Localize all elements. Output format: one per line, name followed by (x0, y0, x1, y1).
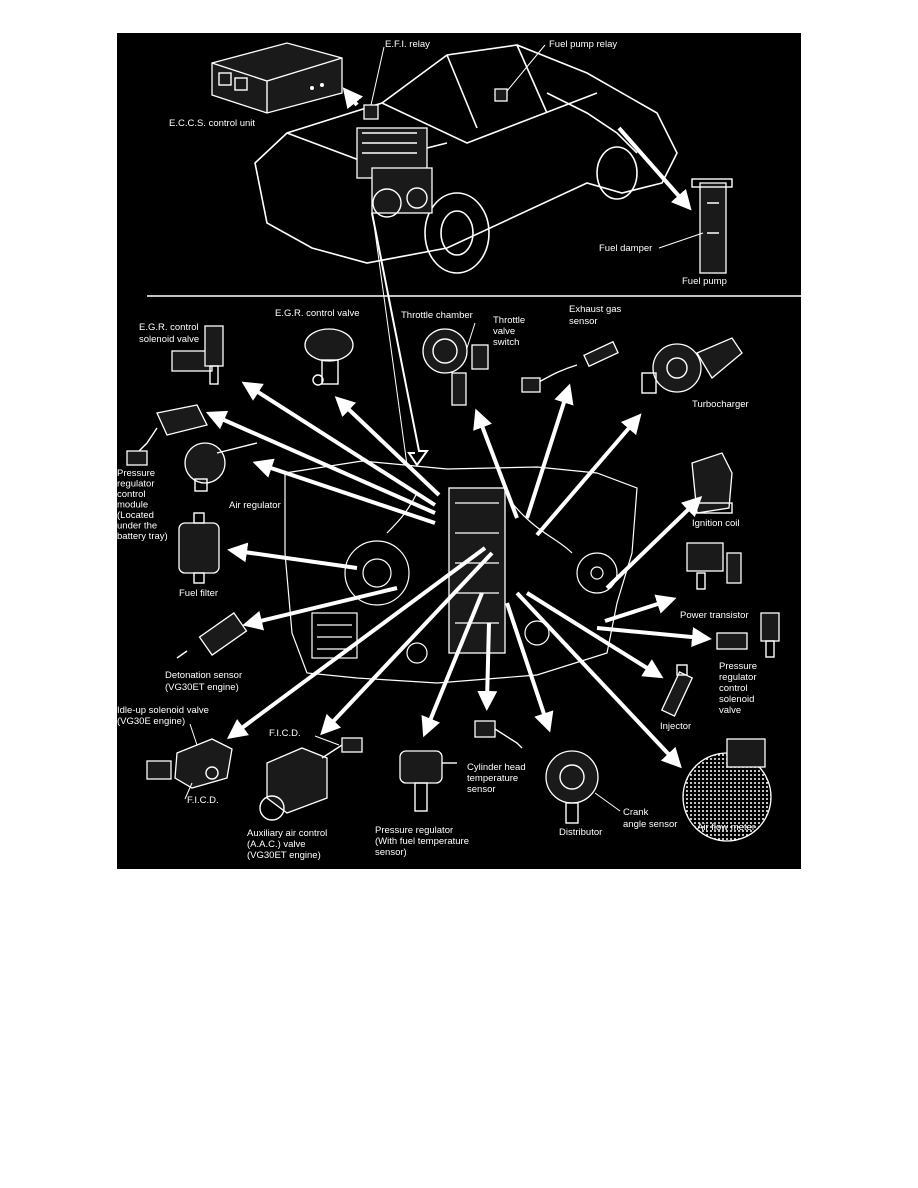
arrow-engine-to-detail (371, 212, 429, 467)
arrow-throttle-switch (473, 408, 519, 519)
arrow-pressure-solenoid (596, 626, 712, 648)
label-idle-up-valve: Idle-up solenoid valve(VG30E engine) (117, 705, 209, 727)
arrow-cylinder-head-sensor (477, 622, 498, 711)
leader-efi-relay (370, 46, 385, 106)
arrow-detonation-sensor (242, 586, 398, 631)
leader-fuel-pump-relay (506, 44, 546, 92)
label-air-flow-meter: Air flow meter (697, 822, 755, 833)
label-throttle-chamber: Throttle chamber (401, 310, 473, 321)
label-fuel-pump-relay: Fuel pump relay (549, 39, 617, 50)
arrow-aac-valve (320, 551, 494, 736)
throttle-chamber-icon (422, 328, 468, 406)
label-pressure-regulator: Pressure regulator(With fuel temperature… (375, 825, 469, 858)
label-fuel-damper: Fuel damper (599, 243, 652, 254)
injector-icon (660, 664, 694, 717)
detonation-sensor-icon (176, 612, 248, 659)
efi-relay-icon (363, 104, 379, 120)
label-distributor: Distributor (559, 827, 602, 838)
arrow-air-flow-meter (515, 591, 682, 769)
power-transistor-icon (686, 542, 742, 590)
arrow-exhaust-gas (525, 383, 574, 519)
engine-in-vehicle (356, 127, 433, 218)
arrow-to-fuel-pump (617, 126, 692, 211)
label-ficd-top: F.I.C.D. (269, 728, 301, 739)
pressure-regulator-control-module-icon (126, 404, 208, 466)
arrow-idle-up-valve (226, 546, 487, 739)
arrow-distributor (505, 602, 554, 733)
pressure-regulator-icon (399, 750, 457, 812)
label-aac-valve: Auxiliary air control(A.A.C.) valve(VG30… (247, 828, 327, 861)
label-ficd-bottom: F.I.C.D. (187, 795, 219, 806)
ignition-coil-icon (691, 452, 733, 514)
label-ignition-coil: Ignition coil (692, 518, 740, 529)
arrow-pressure-regulator (421, 592, 484, 738)
arrow-to-eccs (342, 87, 364, 110)
engine-component-diagram: E.F.I. relay Fuel pump relay E.C.C.S. co… (117, 33, 801, 869)
turbocharger-icon (641, 337, 743, 394)
idle-up-solenoid-valve-icon (146, 738, 233, 789)
label-eccs-control-unit: E.C.C.S. control unit (169, 118, 255, 129)
label-turbocharger: Turbocharger (692, 399, 749, 410)
egr-solenoid-valve-icon (171, 325, 224, 385)
fuel-filter-icon (178, 512, 220, 584)
air-regulator-icon (184, 442, 258, 492)
throttle-valve-switch-icon (471, 344, 489, 370)
exhaust-gas-sensor-icon (521, 340, 619, 393)
distributor-icon (545, 750, 599, 824)
egr-control-valve-icon (304, 328, 354, 386)
label-air-regulator: Air regulator (229, 500, 281, 511)
arrow-pressure-module (205, 410, 436, 515)
arrow-injector (525, 591, 664, 679)
leader-fuel-damper (658, 232, 704, 249)
arrow-ignition-coil (605, 496, 703, 590)
label-egr-control-valve: E.G.R. control valve (275, 308, 359, 319)
fuel-pump-icon (691, 178, 733, 274)
arrow-turbocharger (535, 413, 642, 537)
arrow-egr-control-valve (334, 396, 441, 497)
air-flow-meter-icon (682, 738, 772, 842)
arrow-egr-solenoid (241, 381, 437, 507)
eccs-control-unit-icon (211, 42, 343, 114)
arrow-power-transistor (604, 594, 677, 623)
aac-valve-icon (259, 737, 363, 821)
label-fuel-pump: Fuel pump (682, 276, 727, 287)
label-efi-relay: E.F.I. relay (385, 39, 430, 50)
arrow-air-regulator (252, 458, 436, 525)
arrow-fuel-filter (227, 542, 358, 570)
label-power-transistor: Power transistor (680, 610, 749, 621)
fuel-pump-relay-icon (494, 88, 508, 102)
pressure-regulator-solenoid-icon (716, 612, 780, 658)
cylinder-head-temp-sensor-icon (474, 720, 523, 749)
label-fuel-filter: Fuel filter (179, 588, 218, 599)
label-injector: Injector (660, 721, 691, 732)
label-detonation-sensor: Detonation sensor(VG30ET engine) (165, 670, 242, 693)
vehicle-outline (254, 44, 678, 274)
